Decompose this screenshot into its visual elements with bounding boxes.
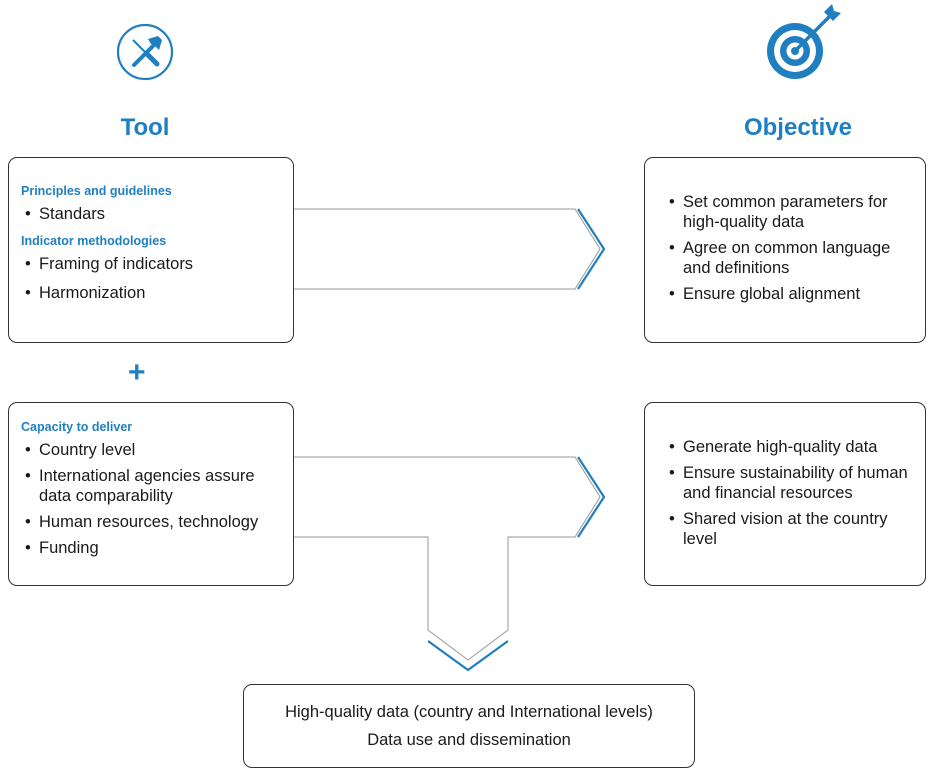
list-item: Standars [25,204,285,224]
objective-icon-wrapper [752,4,844,84]
list-item: Generate high-quality data [669,437,909,457]
result-line-1: High-quality data (country and Internati… [285,703,653,721]
tool-box-capacity: Capacity to deliver Country level Intern… [8,402,294,586]
objective-box-1: Set common parameters for high-quality d… [644,157,926,343]
arrow-1-accent [577,208,606,290]
list-item: International agencies assure data compa… [25,466,289,506]
objective-box-2: Generate high-quality data Ensure sustai… [644,402,926,586]
arrow-1 [293,208,601,290]
list-item: Set common parameters for high-quality d… [669,192,909,232]
list-item: Ensure global alignment [669,284,909,304]
group-label-methodologies: Indicator methodologies [21,234,167,248]
objective-heading: Objective [743,114,853,141]
result-line-2: Data use and dissemination [367,731,571,749]
group-label-capacity: Capacity to deliver [21,420,133,434]
arrow-2 [293,456,601,661]
arrow-2-accent [577,456,606,538]
list-item: Agree on common language and definitions [669,238,909,278]
list-item: Harmonization [25,283,285,303]
list-item: Human resources, technology [25,512,287,532]
arrow-down-accent [427,640,509,672]
target-dart-icon [767,4,841,79]
list-item: Framing of indicators [25,254,285,274]
tool-box-principles: Principles and guidelines Standars Indic… [8,157,294,343]
list-item: Country level [25,440,287,460]
list-item: Funding [25,538,287,558]
hammer-screwdriver-icon [116,23,174,81]
plus-sign: + [128,356,146,389]
tool-icon-wrapper [115,22,175,82]
result-box: High-quality data (country and Internati… [243,684,695,768]
list-item: Shared vision at the country level [669,509,909,549]
group-label-principles: Principles and guidelines [21,184,172,198]
list-item: Ensure sustainability of human and finan… [669,463,909,503]
tool-heading: Tool [120,114,170,141]
